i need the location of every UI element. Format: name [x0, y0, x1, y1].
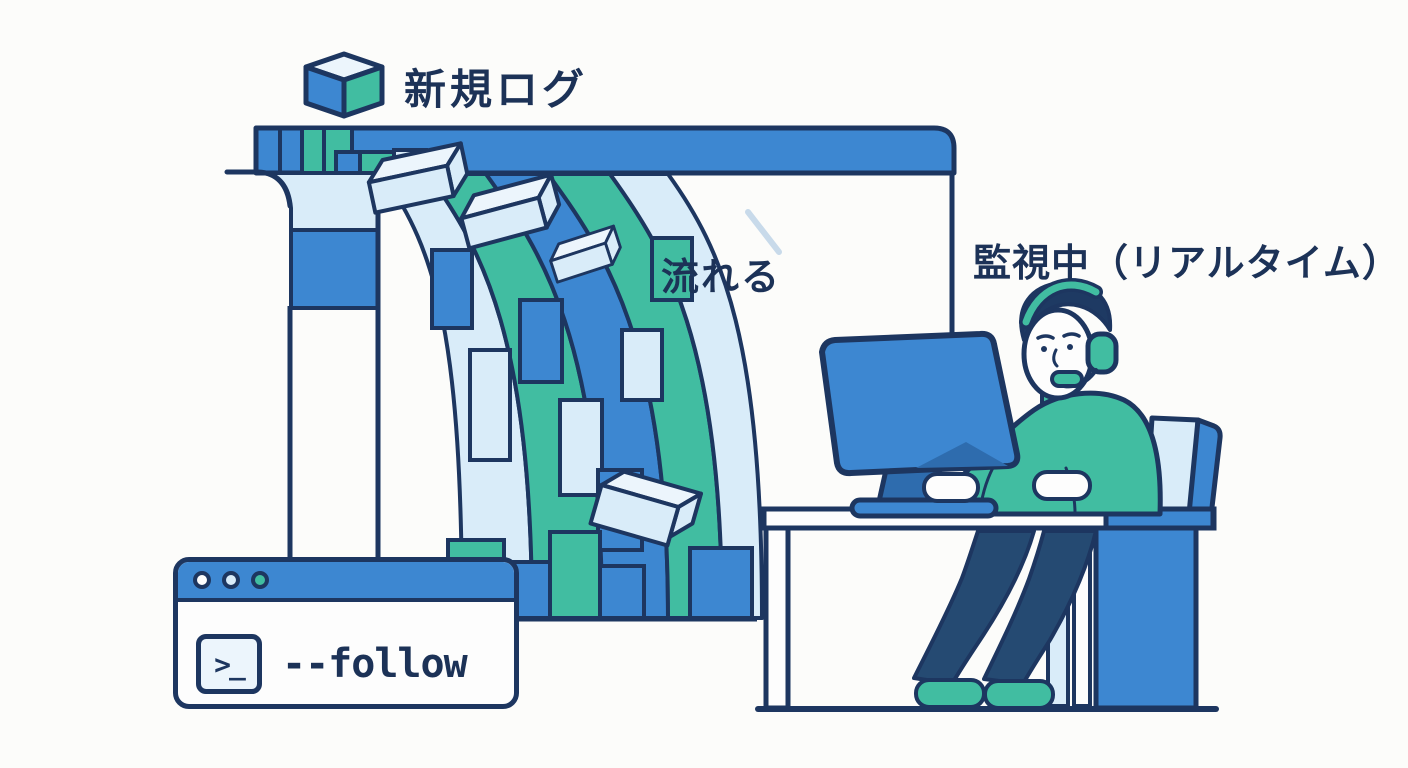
- tumbling-log-box: [588, 469, 703, 548]
- log-block: [518, 298, 564, 384]
- log-block: [548, 530, 602, 620]
- follow-command-text: --follow: [282, 641, 468, 687]
- log-block: [558, 398, 604, 497]
- window-dot-1: [193, 571, 211, 589]
- headset-earcup: [1085, 331, 1119, 375]
- eyebrows: [1036, 332, 1081, 340]
- terminal-prompt-icon: >_: [196, 634, 262, 694]
- log-conveyor-bar: [253, 125, 957, 176]
- terminal-body: >_ --follow: [178, 602, 514, 704]
- log-source-pillar: [224, 169, 381, 560]
- desk-leg: [763, 525, 791, 711]
- flow-label: 流れる: [661, 257, 782, 299]
- eye: [1067, 344, 1073, 350]
- log-block: [430, 248, 474, 330]
- new-log-label: 新規ログ: [404, 66, 589, 113]
- terminal-title-bar: [178, 562, 514, 602]
- log-block: [468, 348, 512, 462]
- new-log-cube-icon: [303, 51, 385, 119]
- monitoring-label: 監視中（リアルタイム）: [973, 243, 1401, 285]
- log-block: [598, 564, 646, 620]
- mic: [1050, 370, 1084, 388]
- log-block: [688, 546, 754, 620]
- shoe: [983, 679, 1055, 710]
- window-dot-2: [222, 571, 240, 589]
- tumbling-log-box: [366, 141, 470, 215]
- terminal-window: >_ --follow: [173, 557, 519, 709]
- hand: [1032, 470, 1092, 501]
- headset-band: [1022, 281, 1100, 326]
- person-legs: [912, 529, 1098, 710]
- nose: [1052, 348, 1059, 368]
- eye: [1041, 346, 1047, 352]
- window-dot-3: [251, 571, 269, 589]
- log-block: [620, 328, 664, 402]
- tumbling-log-box: [549, 224, 622, 284]
- monitor-base: [849, 497, 999, 519]
- log-block: [650, 236, 694, 302]
- shoe: [914, 678, 986, 709]
- hand: [922, 472, 980, 503]
- person-head: [1019, 278, 1119, 401]
- desk-cabinet: [1093, 525, 1199, 711]
- tumbling-log-box: [459, 172, 562, 251]
